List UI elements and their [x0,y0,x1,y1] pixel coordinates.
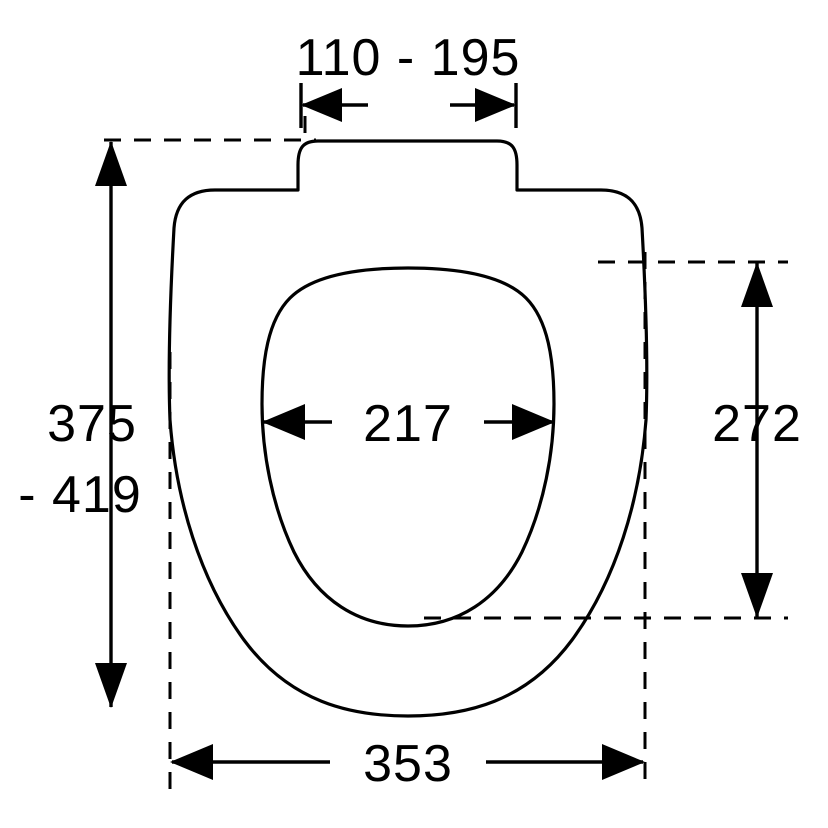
dim-arrow-left [301,88,342,122]
dim-arrow-right [475,88,516,122]
dimension-right-height: 272 [712,262,802,618]
dimension-top-width: 110 - 195 [296,29,521,128]
dimension-label-left-height-line1: 375 [47,395,137,453]
dim-arrow-down [95,663,127,708]
dim-arrow-left [170,744,213,780]
dimension-label-right-height: 272 [712,395,802,453]
dim-arrow-up [741,262,773,307]
dim-arrow-up [95,141,127,186]
dimension-center-width: 217 [262,395,555,453]
seat-inner-opening-outline [260,266,556,628]
dimension-label-left-height-line2: - 419 [18,466,142,524]
dim-arrow-left [262,404,305,440]
dimension-label-top-width: 110 - 195 [296,29,521,87]
dimension-bottom-width: 353 [170,735,645,793]
dim-arrow-right [602,744,645,780]
dimension-label-bottom-width: 353 [363,735,453,793]
dimension-label-center-width: 217 [363,395,453,453]
dim-arrow-down [741,573,773,618]
dimension-left-height: 375 - 419 [18,141,142,708]
dim-arrow-right [512,404,555,440]
